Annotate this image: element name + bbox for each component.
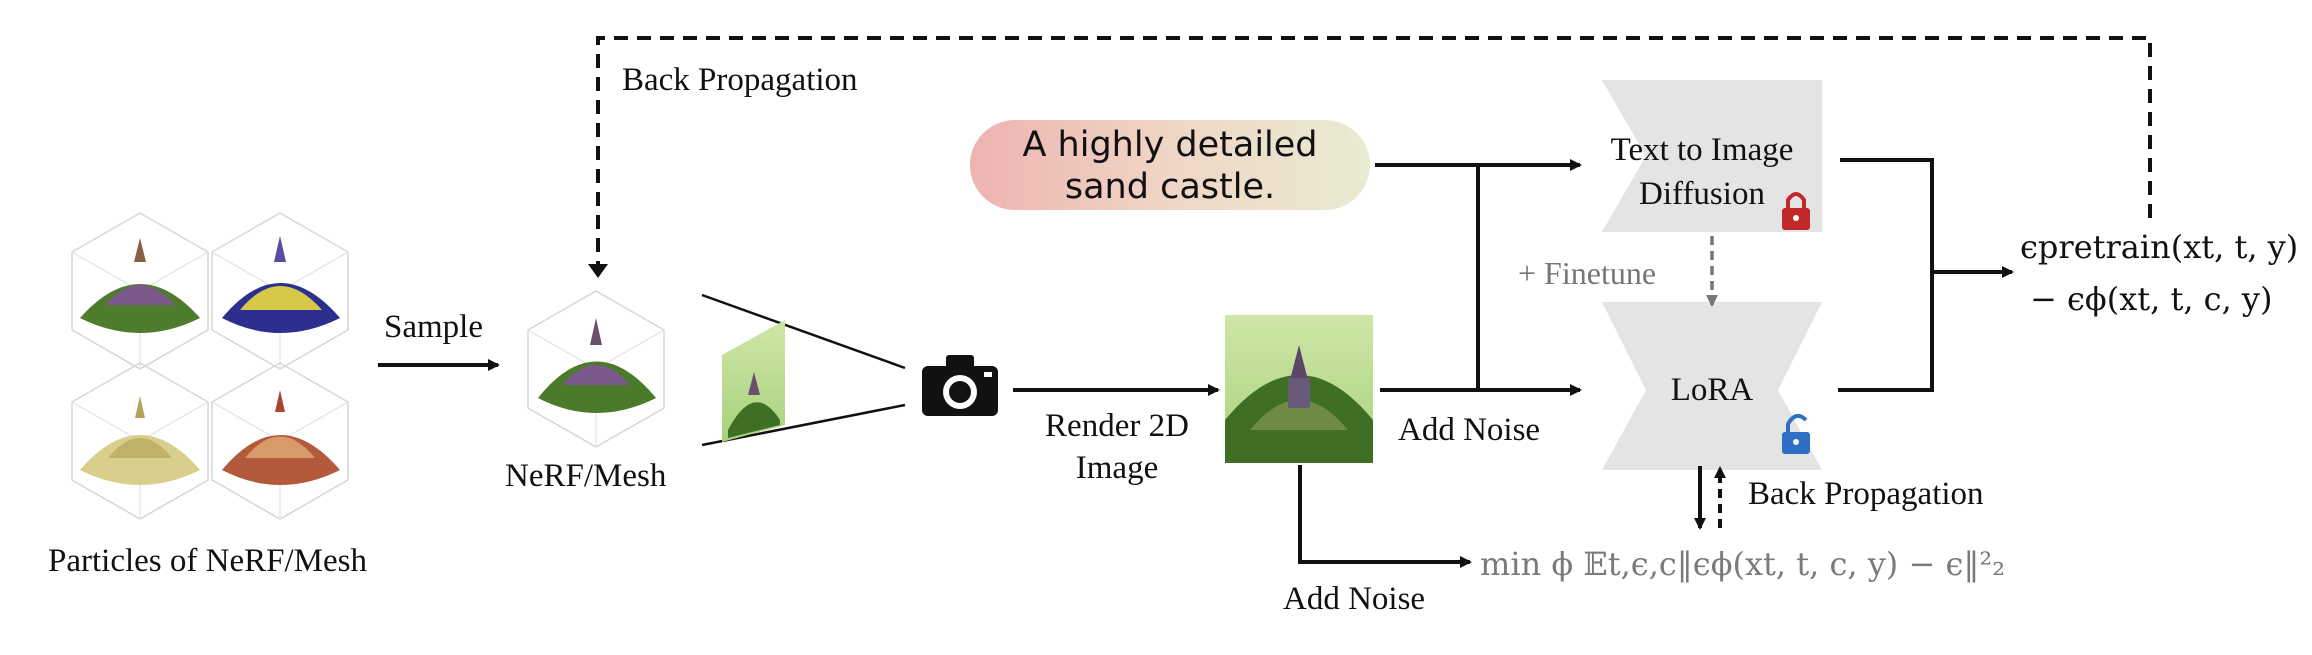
camera-icon: [922, 355, 998, 416]
nerf-mesh-cube: [527, 290, 665, 448]
diffusion-block: [1602, 80, 1822, 232]
render-label-line-1: Render 2D: [1045, 408, 1189, 444]
back-propagation-top-label: Back Propagation: [622, 62, 858, 98]
text-prompt-line-1: A highly detailed: [1022, 125, 1318, 165]
eps-phi-equation: − ϵϕ(xt, t, c, y): [2030, 280, 2273, 318]
particle-cubes: [71, 212, 349, 520]
particles-label: Particles of NeRF/Mesh: [48, 543, 367, 579]
diffusion-label-line-2: Diffusion: [1639, 176, 1765, 212]
add-noise-right-label: Add Noise: [1398, 412, 1541, 448]
add-noise-bottom-label: Add Noise: [1283, 581, 1426, 617]
lora-label: LoRA: [1670, 372, 1754, 408]
eps-pretrain-equation: ϵpretrain(xt, t, y): [2020, 228, 2299, 266]
back-propagation-right-label: Back Propagation: [1748, 476, 1984, 512]
text-prompt-pill: [970, 120, 1370, 210]
particle-cube-4: [211, 362, 349, 520]
diffusion-label: Text to Image Diffusion: [1602, 128, 1802, 216]
text-prompt: A highly detailed sand castle.: [970, 124, 1370, 208]
lora-block: [1602, 302, 1822, 470]
nerf-mesh-label: NeRF/Mesh: [505, 458, 667, 494]
frustum-line-top: [701, 293, 906, 370]
diffusion-label-line-1: Text to Image: [1610, 132, 1794, 168]
add-noise-bottom-arrow: [1298, 465, 1472, 568]
padlock-closed-icon: [1782, 192, 1810, 230]
render-label-line-2: Image: [1075, 450, 1159, 486]
sample-label: Sample: [384, 309, 483, 345]
rendered-image: [1225, 315, 1373, 463]
back-propagation-loop: [596, 36, 2152, 272]
particle-cube-3: [71, 362, 209, 520]
text-prompt-line-2: sand castle.: [1064, 167, 1276, 207]
particle-cube-2: [211, 212, 349, 370]
frustum-line-bottom: [701, 403, 906, 447]
loss-equation: min ϕ 𝔼t,ϵ,c‖ϵϕ(xt, t, c, y) − ϵ‖²₂: [1480, 545, 2006, 583]
back-propagation-loop-head: [588, 264, 608, 278]
render-label: Render 2D Image: [1022, 405, 1212, 489]
particle-cube-1: [71, 212, 209, 370]
padlock-open-icon: [1782, 413, 1810, 454]
output-bracket: [1838, 158, 1934, 392]
finetune-label: + Finetune: [1518, 255, 1657, 291]
